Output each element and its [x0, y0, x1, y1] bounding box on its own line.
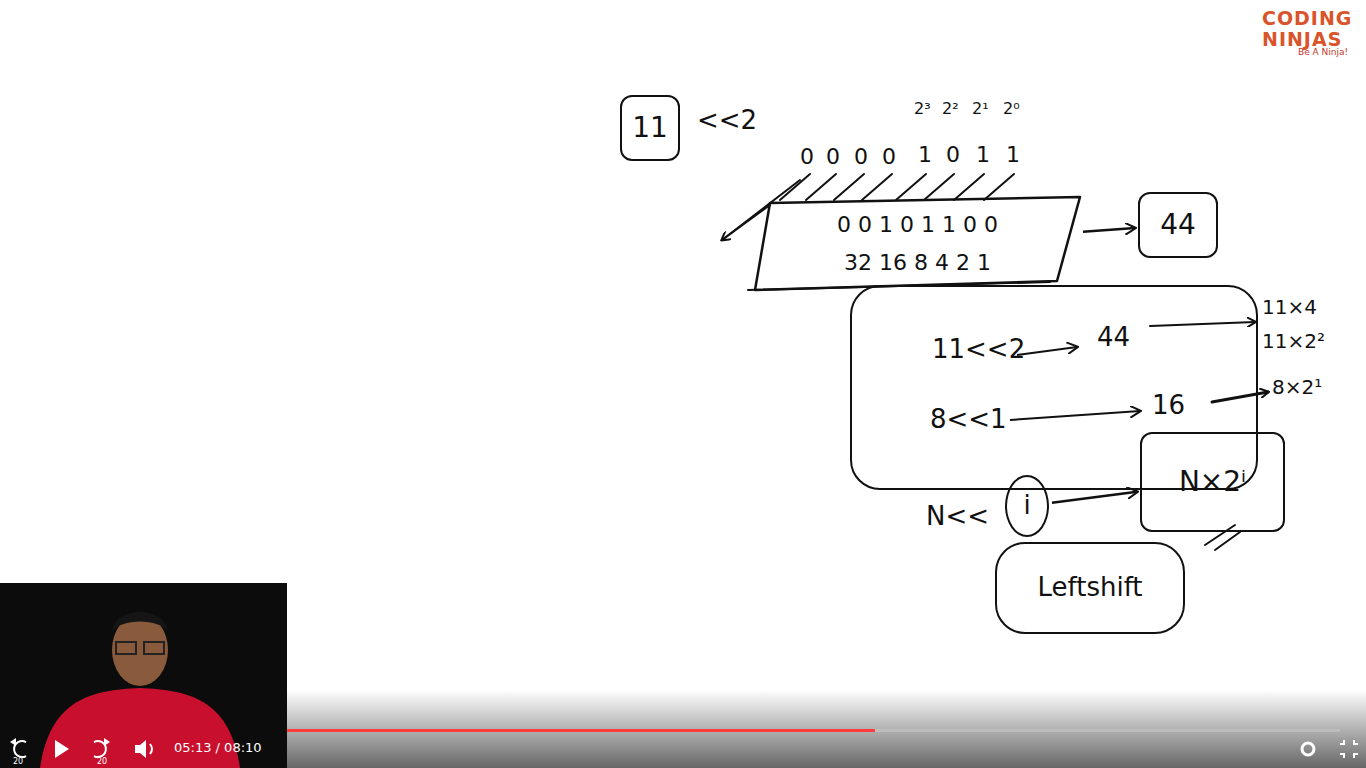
arrow-connector [1083, 228, 1135, 232]
slanted-outline [755, 197, 1080, 290]
number-box: 11 [620, 95, 680, 161]
arrow-connector [1052, 492, 1137, 503]
node-text: 8<<1 [930, 405, 1007, 435]
side-note: 11×4 [1262, 296, 1317, 319]
webcam-inset [0, 583, 287, 768]
formula-box: N×2ⁱ [1140, 432, 1285, 532]
shift-operator: <<2 [697, 106, 757, 136]
inner-arrows [852, 287, 1256, 488]
binary-box: 0 0 1 0 1 1 0 0 32 16 8 4 2 1 [755, 197, 1080, 290]
node-text: 16 [1152, 391, 1185, 421]
video-time: 05:13 / 08:10 [174, 741, 262, 756]
shift-amount-circle: i [1005, 475, 1049, 537]
bit-digit: 1 [1006, 142, 1020, 167]
node-text: 44 [1160, 209, 1196, 241]
node-text: N×2ⁱ [1179, 466, 1246, 498]
bit-digit: 0 [800, 144, 814, 169]
side-note: 11×2² [1262, 330, 1325, 353]
node-text: 32 16 8 4 2 1 [844, 250, 991, 275]
examples-box: 11<<2 44 8<<1 16 [850, 285, 1258, 490]
bit-digit: 1 [918, 142, 932, 167]
place-value: 2² [942, 100, 959, 118]
bit-digit: 1 [976, 142, 990, 167]
node-text: 11 [632, 112, 668, 144]
strike-lines [722, 174, 1268, 550]
player-icons [10, 738, 1358, 758]
bit-digit: 0 [854, 144, 868, 169]
place-value: 2³ [914, 100, 931, 118]
side-note: 8×2¹ [1272, 376, 1322, 399]
node-text: 44 [1097, 323, 1130, 353]
bit-digit: 0 [882, 144, 896, 169]
logo-text: CODING [1262, 8, 1352, 30]
node-text: 0 0 1 0 1 1 0 0 [837, 212, 998, 237]
place-value: 2¹ [972, 100, 989, 118]
name-box: Leftshift [995, 542, 1185, 634]
bit-digit: 0 [946, 142, 960, 167]
node-text: i [1023, 491, 1030, 521]
node-text: Leftshift [1037, 573, 1142, 603]
result-box: 44 [1138, 192, 1218, 258]
node-text: 11<<2 [932, 335, 1025, 365]
skip-seconds: 20 [97, 757, 107, 766]
bit-digit: 0 [826, 144, 840, 169]
place-value: 2⁰ [1003, 100, 1020, 118]
shift-expression: N<< [926, 502, 989, 532]
logo-tagline: Be A Ninja! [1298, 47, 1348, 57]
skip-seconds: 20 [13, 757, 23, 766]
